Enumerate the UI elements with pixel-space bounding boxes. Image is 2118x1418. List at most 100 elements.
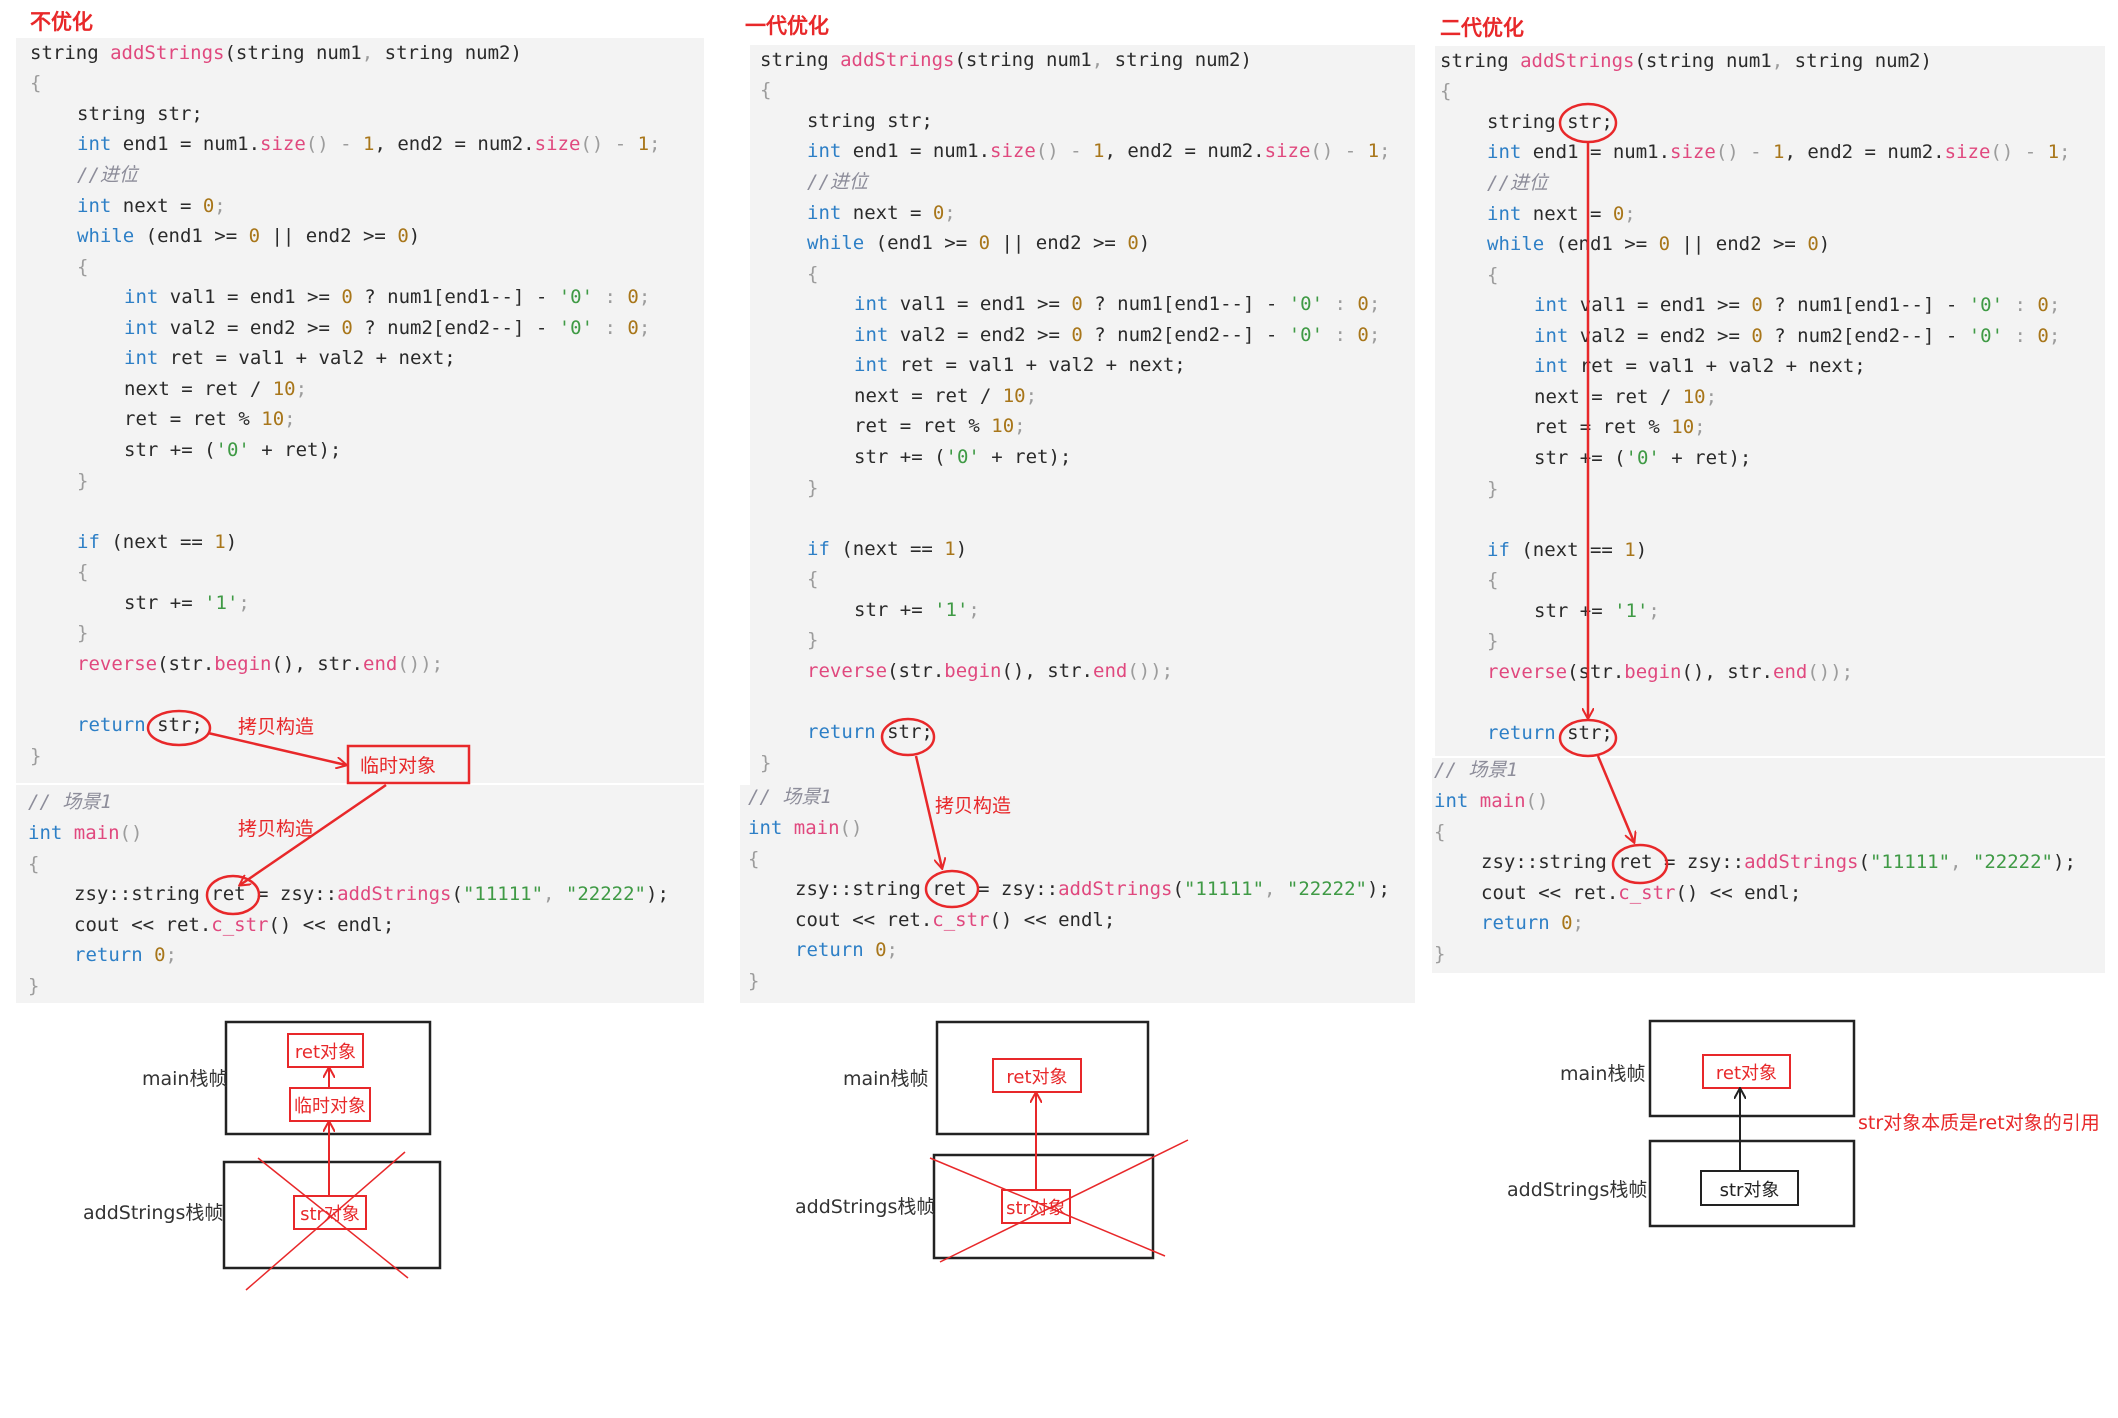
code-reverse: reverse(str.begin(), str.end()); [807, 660, 1174, 682]
code-call: zsy::string ret = zsy::addStrings("11111… [74, 883, 669, 905]
code-open-brace: { [1440, 80, 1452, 102]
code-open-brace: { [77, 256, 89, 278]
code-main-sig: int main() [1434, 790, 1549, 812]
code-val2: int val2 = end2 >= 0 ? num2[end2--] - '0… [124, 317, 651, 339]
code-next-div: next = ret / 10; [124, 378, 308, 400]
code-call: zsy::string ret = zsy::addStrings("11111… [795, 878, 1390, 900]
code-block-addstrings-p2: string addStrings(string num1, string nu… [750, 45, 1415, 785]
code-val1: int val1 = end1 >= 0 ? num1[end1--] - '0… [1534, 294, 2061, 316]
label-add-frame-p2: addStrings栈帧 [795, 1196, 936, 1218]
code-str-add: str += ('0' + ret); [1534, 447, 1752, 469]
code-scene-comment: // 场景1 [748, 786, 832, 808]
code-close-brace: } [748, 970, 760, 992]
label-main-frame-p1: main栈帧 [142, 1068, 228, 1090]
code-decl-end: int end1 = num1.size() - 1, end2 = num2.… [807, 140, 1391, 162]
code-close-brace: } [807, 477, 819, 499]
code-carry-comment: //进位 [77, 164, 138, 186]
code-open-brace: { [30, 72, 42, 94]
code-block-main-p2: // 场景1 int main() { zsy::string ret = zs… [740, 785, 1415, 1003]
code-return-str: return str; [807, 721, 933, 743]
code-block-main-p3: // 场景1 int main() { zsy::string ret = zs… [1432, 758, 2105, 973]
text-str-obj-p1: str对象 [300, 1204, 360, 1225]
code-while: while (end1 >= 0 || end2 >= 0) [77, 225, 421, 247]
text-ret-obj-p3: ret对象 [1715, 1063, 1778, 1084]
code-str-add: str += ('0' + ret); [124, 439, 342, 461]
code-scene-comment: // 场景1 [28, 791, 112, 813]
code-block-addstrings-p1: string addStrings(string num1, string nu… [16, 38, 704, 783]
code-close-brace: } [807, 629, 819, 651]
code-open-brace: { [748, 848, 760, 870]
label-str-is-ref: str对象本质是ret对象的引用 [1858, 1112, 2100, 1134]
code-str-add: str += ('0' + ret); [854, 446, 1072, 468]
code-decl-str: string str; [77, 103, 203, 125]
code-close-brace: } [1487, 478, 1499, 500]
text-str-obj-p3: str对象 [1719, 1180, 1780, 1201]
code-close-brace: } [77, 470, 89, 492]
code-next-div: next = ret / 10; [1534, 386, 1718, 408]
panel-title-no-optimization: 不优化 [30, 10, 93, 34]
code-close-brace: } [1434, 943, 1446, 965]
panel-title-second-gen: 二代优化 [1440, 16, 1524, 40]
code-block-main-p1: // 场景1 int main() { zsy::string ret = zs… [16, 785, 704, 1003]
code-carry-comment: //进位 [1487, 172, 1548, 194]
code-signature: string addStrings(string num1, string nu… [30, 42, 522, 64]
code-ret: int ret = val1 + val2 + next; [1534, 355, 1866, 377]
code-str-add1: str += '1'; [124, 592, 250, 614]
code-if: if (next == 1) [1487, 539, 1648, 561]
code-while: while (end1 >= 0 || end2 >= 0) [807, 232, 1151, 254]
panel-title-first-gen: 一代优化 [745, 14, 829, 38]
code-decl-next: int next = 0; [1487, 203, 1636, 225]
code-cout: cout << ret.c_str() << endl; [795, 909, 1116, 931]
code-call: zsy::string ret = zsy::addStrings("11111… [1481, 851, 2076, 873]
label-add-frame-p1: addStrings栈帧 [83, 1202, 224, 1224]
code-return0: return 0; [795, 939, 898, 961]
code-signature: string addStrings(string num1, string nu… [760, 49, 1252, 71]
code-val2: int val2 = end2 >= 0 ? num2[end2--] - '0… [854, 324, 1381, 346]
text-str-obj-p2: str对象 [1006, 1198, 1066, 1219]
code-open-brace: { [77, 561, 89, 583]
code-ret: int ret = val1 + val2 + next; [124, 347, 456, 369]
text-ret-obj-p2: ret对象 [1006, 1067, 1068, 1088]
label-copy-construct-2: 拷贝构造 [238, 818, 315, 840]
code-reverse: reverse(str.begin(), str.end()); [77, 653, 444, 675]
code-close-brace: } [77, 622, 89, 644]
code-decl-end: int end1 = num1.size() - 1, end2 = num2.… [77, 133, 661, 155]
code-carry-comment: //进位 [807, 171, 868, 193]
code-decl-next: int next = 0; [77, 195, 226, 217]
code-open-brace: { [1434, 821, 1446, 843]
code-val1: int val1 = end1 >= 0 ? num1[end1--] - '0… [124, 286, 651, 308]
code-val1: int val1 = end1 >= 0 ? num1[end1--] - '0… [854, 293, 1381, 315]
code-decl-str: string str; [1487, 111, 1613, 133]
code-close-brace: } [760, 752, 772, 774]
label-copy-construct-1: 拷贝构造 [238, 716, 315, 738]
code-main-sig: int main() [28, 822, 143, 844]
label-main-frame-p2: main栈帧 [843, 1068, 929, 1090]
code-close-brace: } [1487, 630, 1499, 652]
code-ret-mod: ret = ret % 10; [1534, 416, 1706, 438]
code-decl-end: int end1 = num1.size() - 1, end2 = num2.… [1487, 141, 2071, 163]
code-open-brace: { [760, 79, 772, 101]
code-return-str: return str; [77, 714, 203, 736]
label-copy-construct-3: 拷贝构造 [935, 795, 1012, 817]
code-cout: cout << ret.c_str() << endl; [74, 914, 395, 936]
label-temp-object: 临时对象 [360, 755, 437, 777]
code-if: if (next == 1) [77, 531, 238, 553]
code-val2: int val2 = end2 >= 0 ? num2[end2--] - '0… [1534, 325, 2061, 347]
code-decl-next: int next = 0; [807, 202, 956, 224]
code-open-brace: { [1487, 569, 1499, 591]
code-signature: string addStrings(string num1, string nu… [1440, 50, 1932, 72]
code-return0: return 0; [1481, 912, 1584, 934]
code-return0: return 0; [74, 944, 177, 966]
code-ret: int ret = val1 + val2 + next; [854, 354, 1186, 376]
code-next-div: next = ret / 10; [854, 385, 1038, 407]
code-if: if (next == 1) [807, 538, 968, 560]
code-ret-mod: ret = ret % 10; [854, 415, 1026, 437]
code-open-brace: { [28, 853, 40, 875]
code-reverse: reverse(str.begin(), str.end()); [1487, 661, 1854, 683]
label-add-frame-p3: addStrings栈帧 [1507, 1179, 1648, 1201]
code-open-brace: { [1487, 264, 1499, 286]
code-close-brace: } [28, 975, 40, 997]
code-while: while (end1 >= 0 || end2 >= 0) [1487, 233, 1831, 255]
code-str-add1: str += '1'; [1534, 600, 1660, 622]
text-temp-obj-p1: 临时对象 [294, 1096, 366, 1117]
